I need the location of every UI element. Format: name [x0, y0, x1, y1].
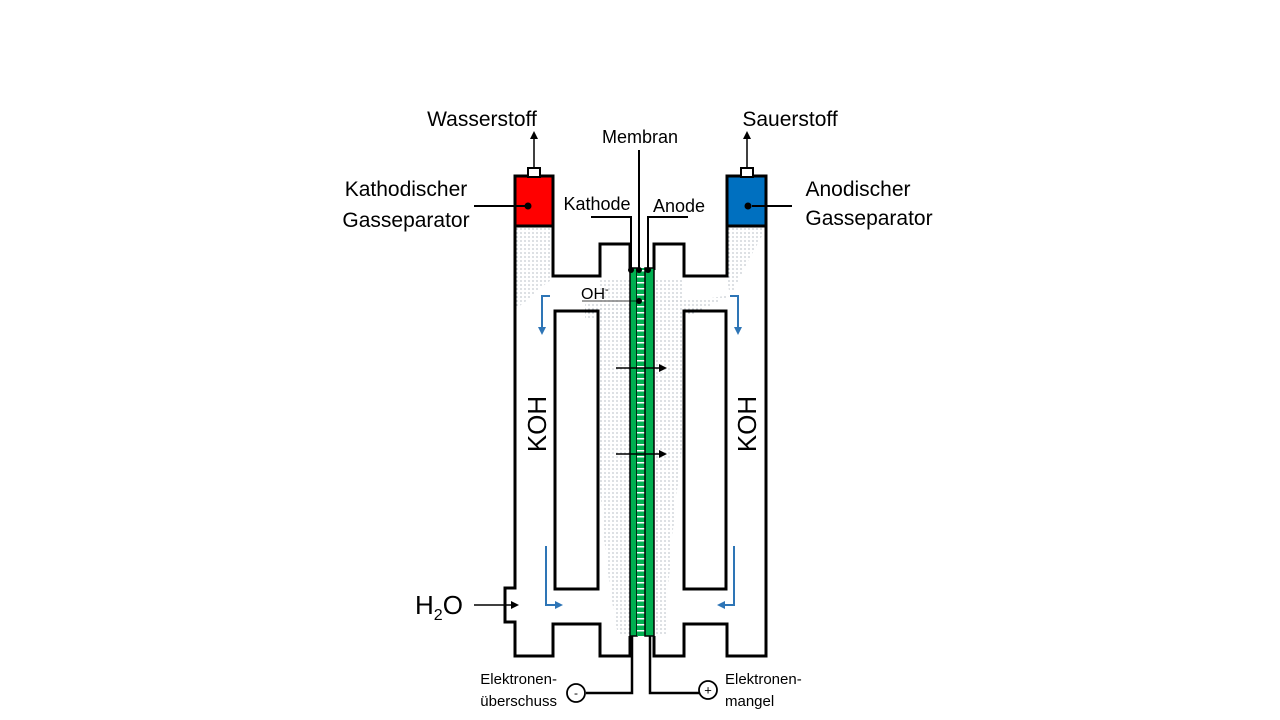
anodic-gas-separator [725, 174, 768, 228]
water-formula-o: O [443, 590, 463, 620]
hydrogen-label: Wasserstoff [427, 108, 537, 131]
membrane [637, 268, 645, 636]
negative-terminal-icon: - [566, 683, 586, 703]
koh-label-right: KOH [732, 396, 762, 452]
oxygen-up-arrow [743, 131, 751, 168]
anode-electrode [644, 267, 655, 637]
hydroxide-formula: OH [581, 286, 605, 303]
anodic-separator-label-line1: Anodischer [805, 178, 910, 201]
oxygen-outlet [740, 167, 754, 178]
ion-flow-arrow [616, 450, 667, 458]
cathodic-separator-label-line2: Gasseparator [342, 209, 469, 232]
pointer-dots [524, 202, 752, 304]
electron-excess-label-line1: Elektronen- [480, 671, 557, 688]
electrical-leads [586, 636, 699, 695]
water-formula-subscript: 2 [434, 607, 443, 624]
hydrogen-outlet [527, 167, 541, 178]
koh-flow-arrowheads [538, 327, 742, 609]
koh-label-left: KOH [522, 396, 552, 452]
water-inlet-arrow [474, 601, 519, 609]
membrane-label: Membran [602, 127, 678, 147]
electron-deficit-label-line1: Elektronen- [725, 671, 802, 688]
anodic-separator-label-line2: Gasseparator [805, 207, 932, 230]
electron-deficit-label-line2: mangel [725, 693, 774, 710]
hydroxide-label: OH- [581, 284, 609, 303]
cell-body-right [652, 174, 768, 658]
hydroxide-charge: - [605, 284, 609, 296]
koh-flow-arrows [541, 295, 739, 606]
positive-terminal-icon: + [698, 680, 718, 700]
cathodic-separator-label-line1: Kathodischer [345, 178, 468, 201]
right-inner-channel [682, 309, 728, 591]
pointer-lines [474, 150, 792, 270]
ion-flow-arrow [616, 364, 667, 372]
cathode-electrode [629, 267, 638, 637]
oxygen-label: Sauerstoff [742, 108, 838, 131]
anode-label: Anode [653, 196, 705, 216]
plus-symbol: + [704, 683, 712, 698]
hydrogen-up-arrow [530, 131, 538, 168]
cathodic-gas-separator [513, 174, 555, 228]
minus-symbol: - [574, 686, 578, 700]
left-inner-channel [553, 309, 600, 591]
water-formula-h: H [415, 590, 434, 620]
cathode-label: Kathode [563, 194, 630, 214]
electron-excess-label-line2: überschuss [480, 693, 557, 710]
water-label: H2O [415, 590, 463, 624]
